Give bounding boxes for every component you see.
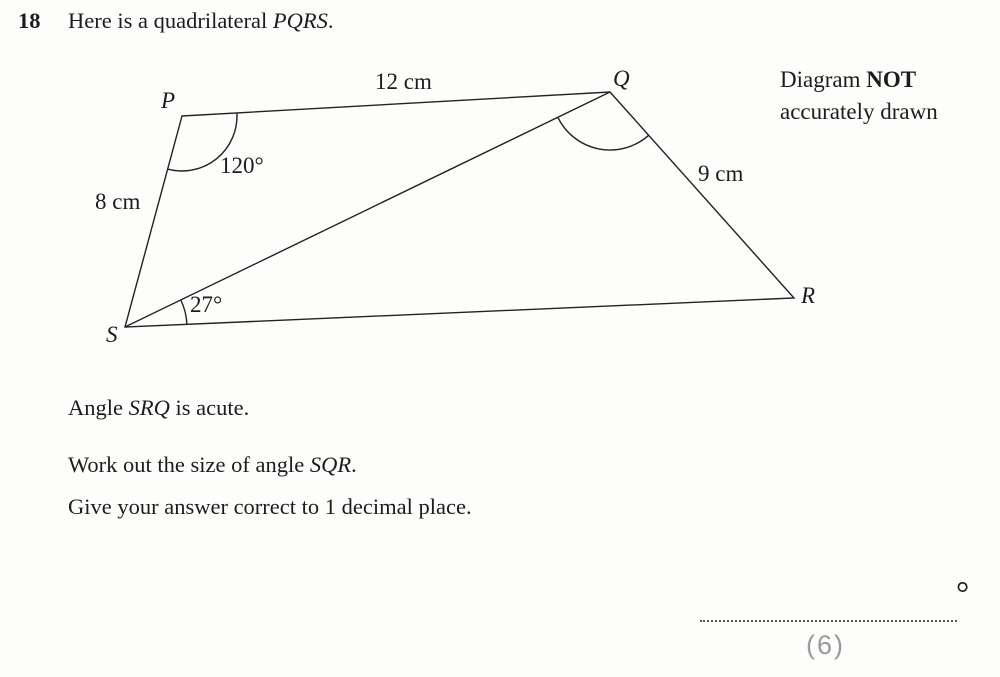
vertex-label-s: S bbox=[106, 322, 118, 347]
diagram-note-line1-plain: Diagram bbox=[780, 67, 867, 92]
vertex-label-p: P bbox=[161, 88, 176, 113]
question-intro-period: . bbox=[327, 8, 334, 33]
question-intro: Here is a quadrilateral PQRS. bbox=[68, 8, 334, 34]
instruction-work-out: Work out the size of angle SQR. bbox=[68, 452, 357, 478]
angle-label-p: 120° bbox=[220, 153, 264, 178]
vertex-label-r: R bbox=[801, 283, 816, 308]
answer-write-line bbox=[700, 610, 957, 622]
statement-angle-name: SRQ bbox=[128, 395, 170, 420]
answer-degree-symbol: ° bbox=[956, 576, 970, 612]
statement-suffix: is acute. bbox=[169, 395, 250, 420]
instruction-suffix: . bbox=[351, 452, 357, 477]
angle-arc-p bbox=[167, 112, 238, 172]
instruction-angle-name: SQR bbox=[309, 452, 352, 477]
quadrilateral-outline bbox=[124, 91, 796, 328]
instruction-plain: Work out the size of angle bbox=[68, 452, 310, 477]
instruction-decimal-place: Give your answer correct to 1 decimal pl… bbox=[68, 494, 472, 519]
vertex-label-q: Q bbox=[613, 66, 630, 91]
diagram-note-line1: Diagram NOT bbox=[780, 64, 938, 96]
diagram-note-line1-bold: NOT bbox=[866, 67, 917, 92]
question-number: 18 bbox=[18, 8, 41, 33]
statement-plain: Angle bbox=[68, 395, 129, 420]
question-intro-plain: Here is a quadrilateral bbox=[68, 8, 273, 33]
statement-angle-acute: Angle SRQ is acute. bbox=[68, 395, 249, 421]
side-length-pq: 12 cm bbox=[375, 69, 432, 94]
diagonal-sq-line bbox=[124, 91, 611, 328]
diagram-note-line2: accurately drawn bbox=[780, 99, 938, 124]
angle-arc-q bbox=[557, 116, 650, 151]
side-length-ps: 8 cm bbox=[95, 189, 141, 214]
marks-badge: (6) bbox=[806, 630, 845, 660]
angle-arc-s bbox=[180, 299, 188, 325]
diagram-note: Diagram NOT accurately drawn bbox=[780, 64, 938, 128]
question-intro-shape-name: PQRS bbox=[272, 8, 328, 33]
angle-label-s: 27° bbox=[190, 292, 223, 317]
side-length-qr: 9 cm bbox=[698, 161, 744, 186]
